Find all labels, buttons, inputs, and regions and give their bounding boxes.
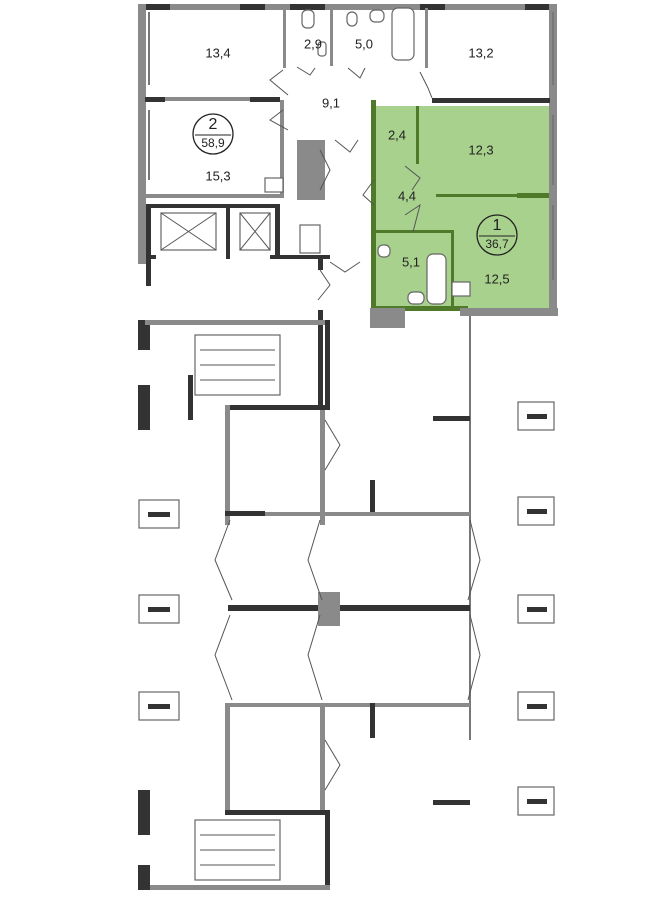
room-area-label: 9,1 [322, 95, 340, 110]
apartment-1-area[interactable] [371, 100, 550, 312]
room-area-label: 2,9 [304, 36, 322, 51]
common-area [138, 320, 481, 890]
fixtures [264, 7, 471, 305]
room-area-label: 5,1 [402, 254, 420, 269]
room-area-label: 12,5 [484, 271, 509, 286]
elevator-shafts [160, 212, 271, 251]
room-area-label: 13,4 [205, 45, 230, 60]
apartment-2-area: 58,9 [201, 136, 225, 150]
vent-units [138, 401, 555, 816]
room-area-label: 5,0 [355, 36, 373, 51]
room-labels: 13,4 2,9 5,0 13,2 9,1 15,3 2,4 12,3 4,4 … [205, 36, 509, 286]
room-area-label: 15,3 [205, 168, 230, 183]
doors [269, 66, 433, 301]
walls [138, 4, 558, 740]
room-area-label: 12,3 [468, 142, 493, 157]
apartment-2-number: 2 [209, 116, 218, 133]
room-area-label: 13,2 [468, 45, 493, 60]
apartment-1-area: 36,7 [485, 237, 509, 251]
apartment-1-badge[interactable]: 1 36,7 [476, 214, 518, 256]
room-area-label: 2,4 [388, 127, 406, 142]
apartment-2-badge[interactable]: 2 58,9 [192, 113, 234, 155]
room-area-label: 4,4 [398, 188, 416, 203]
apartment-1-number: 1 [493, 217, 502, 234]
